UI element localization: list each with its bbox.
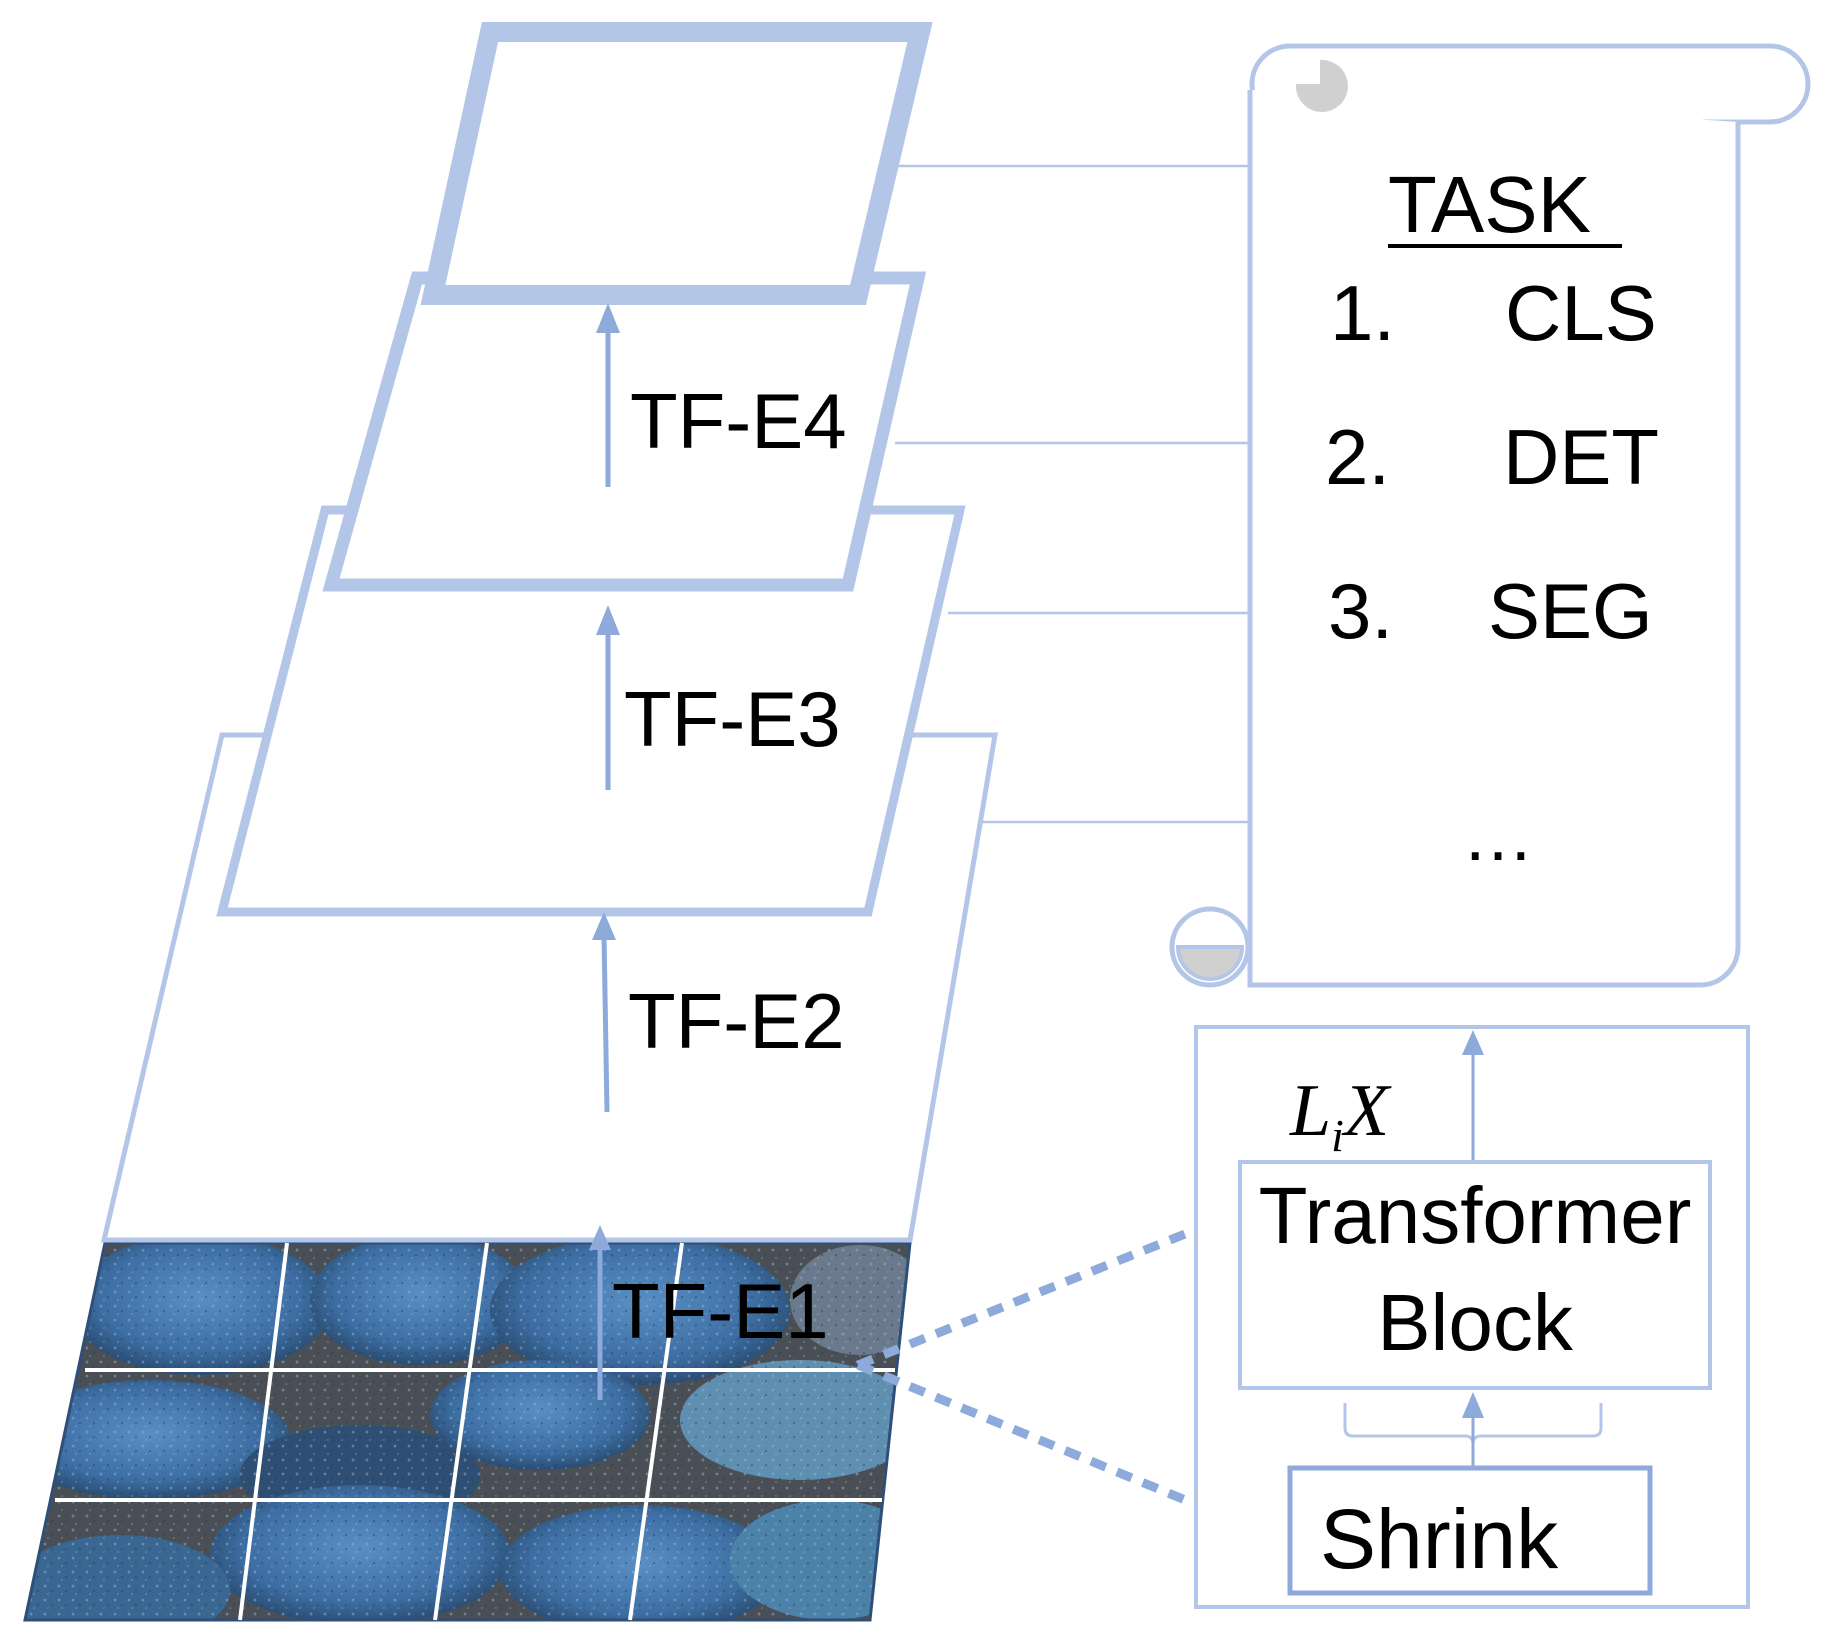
encoder-label-e2: TF-E2 (628, 977, 845, 1065)
encoder-label-e1: TF-E1 (612, 1267, 829, 1355)
transformer-block (1238, 1160, 1712, 1390)
task-item-1-num: 1. (1330, 269, 1395, 357)
formula-label: LiX (1289, 1070, 1392, 1161)
task-item-3-num: 3. (1328, 567, 1393, 655)
task-item-1-name: CLS (1505, 269, 1657, 357)
arrow-up-icon (596, 605, 620, 635)
task-title: TASK (1388, 160, 1591, 249)
zoom-dotted-lines (856, 1227, 1192, 1507)
flow-arrows (589, 303, 620, 1400)
patch-grid (55, 1242, 895, 1621)
task-scroll: TASK 1. CLS 2. DET 3. SEG … (1169, 43, 1811, 988)
arrow-up-icon (589, 1225, 611, 1250)
task-item-2-num: 2. (1325, 413, 1390, 501)
task-connectors (895, 164, 1250, 824)
arrow-up-icon (1462, 1030, 1484, 1055)
scroll-icon (1169, 43, 1811, 988)
scroll-bottom-curl (1175, 945, 1245, 981)
arrow-up-icon (596, 303, 620, 333)
shrink-label: Shrink (1320, 1492, 1559, 1586)
encoder-label-e4: TF-E4 (630, 377, 847, 465)
transformer-block-line2: Block (1377, 1278, 1574, 1367)
task-item-2-name: DET (1503, 413, 1659, 501)
encoder-label-e3: TF-E3 (624, 675, 841, 763)
scroll-top-curl (1295, 59, 1348, 112)
transformer-block-line1: Transformer (1259, 1171, 1692, 1260)
block-detail: LiX Transformer Block Shrink (1194, 1025, 1750, 1609)
encoder-plane-output (420, 22, 933, 305)
shrink-block (1287, 1465, 1653, 1596)
arrow-up-icon (1462, 1392, 1484, 1418)
task-ellipsis: … (1462, 796, 1534, 876)
arrow-up-icon (592, 912, 616, 940)
task-item-3-name: SEG (1488, 567, 1653, 655)
